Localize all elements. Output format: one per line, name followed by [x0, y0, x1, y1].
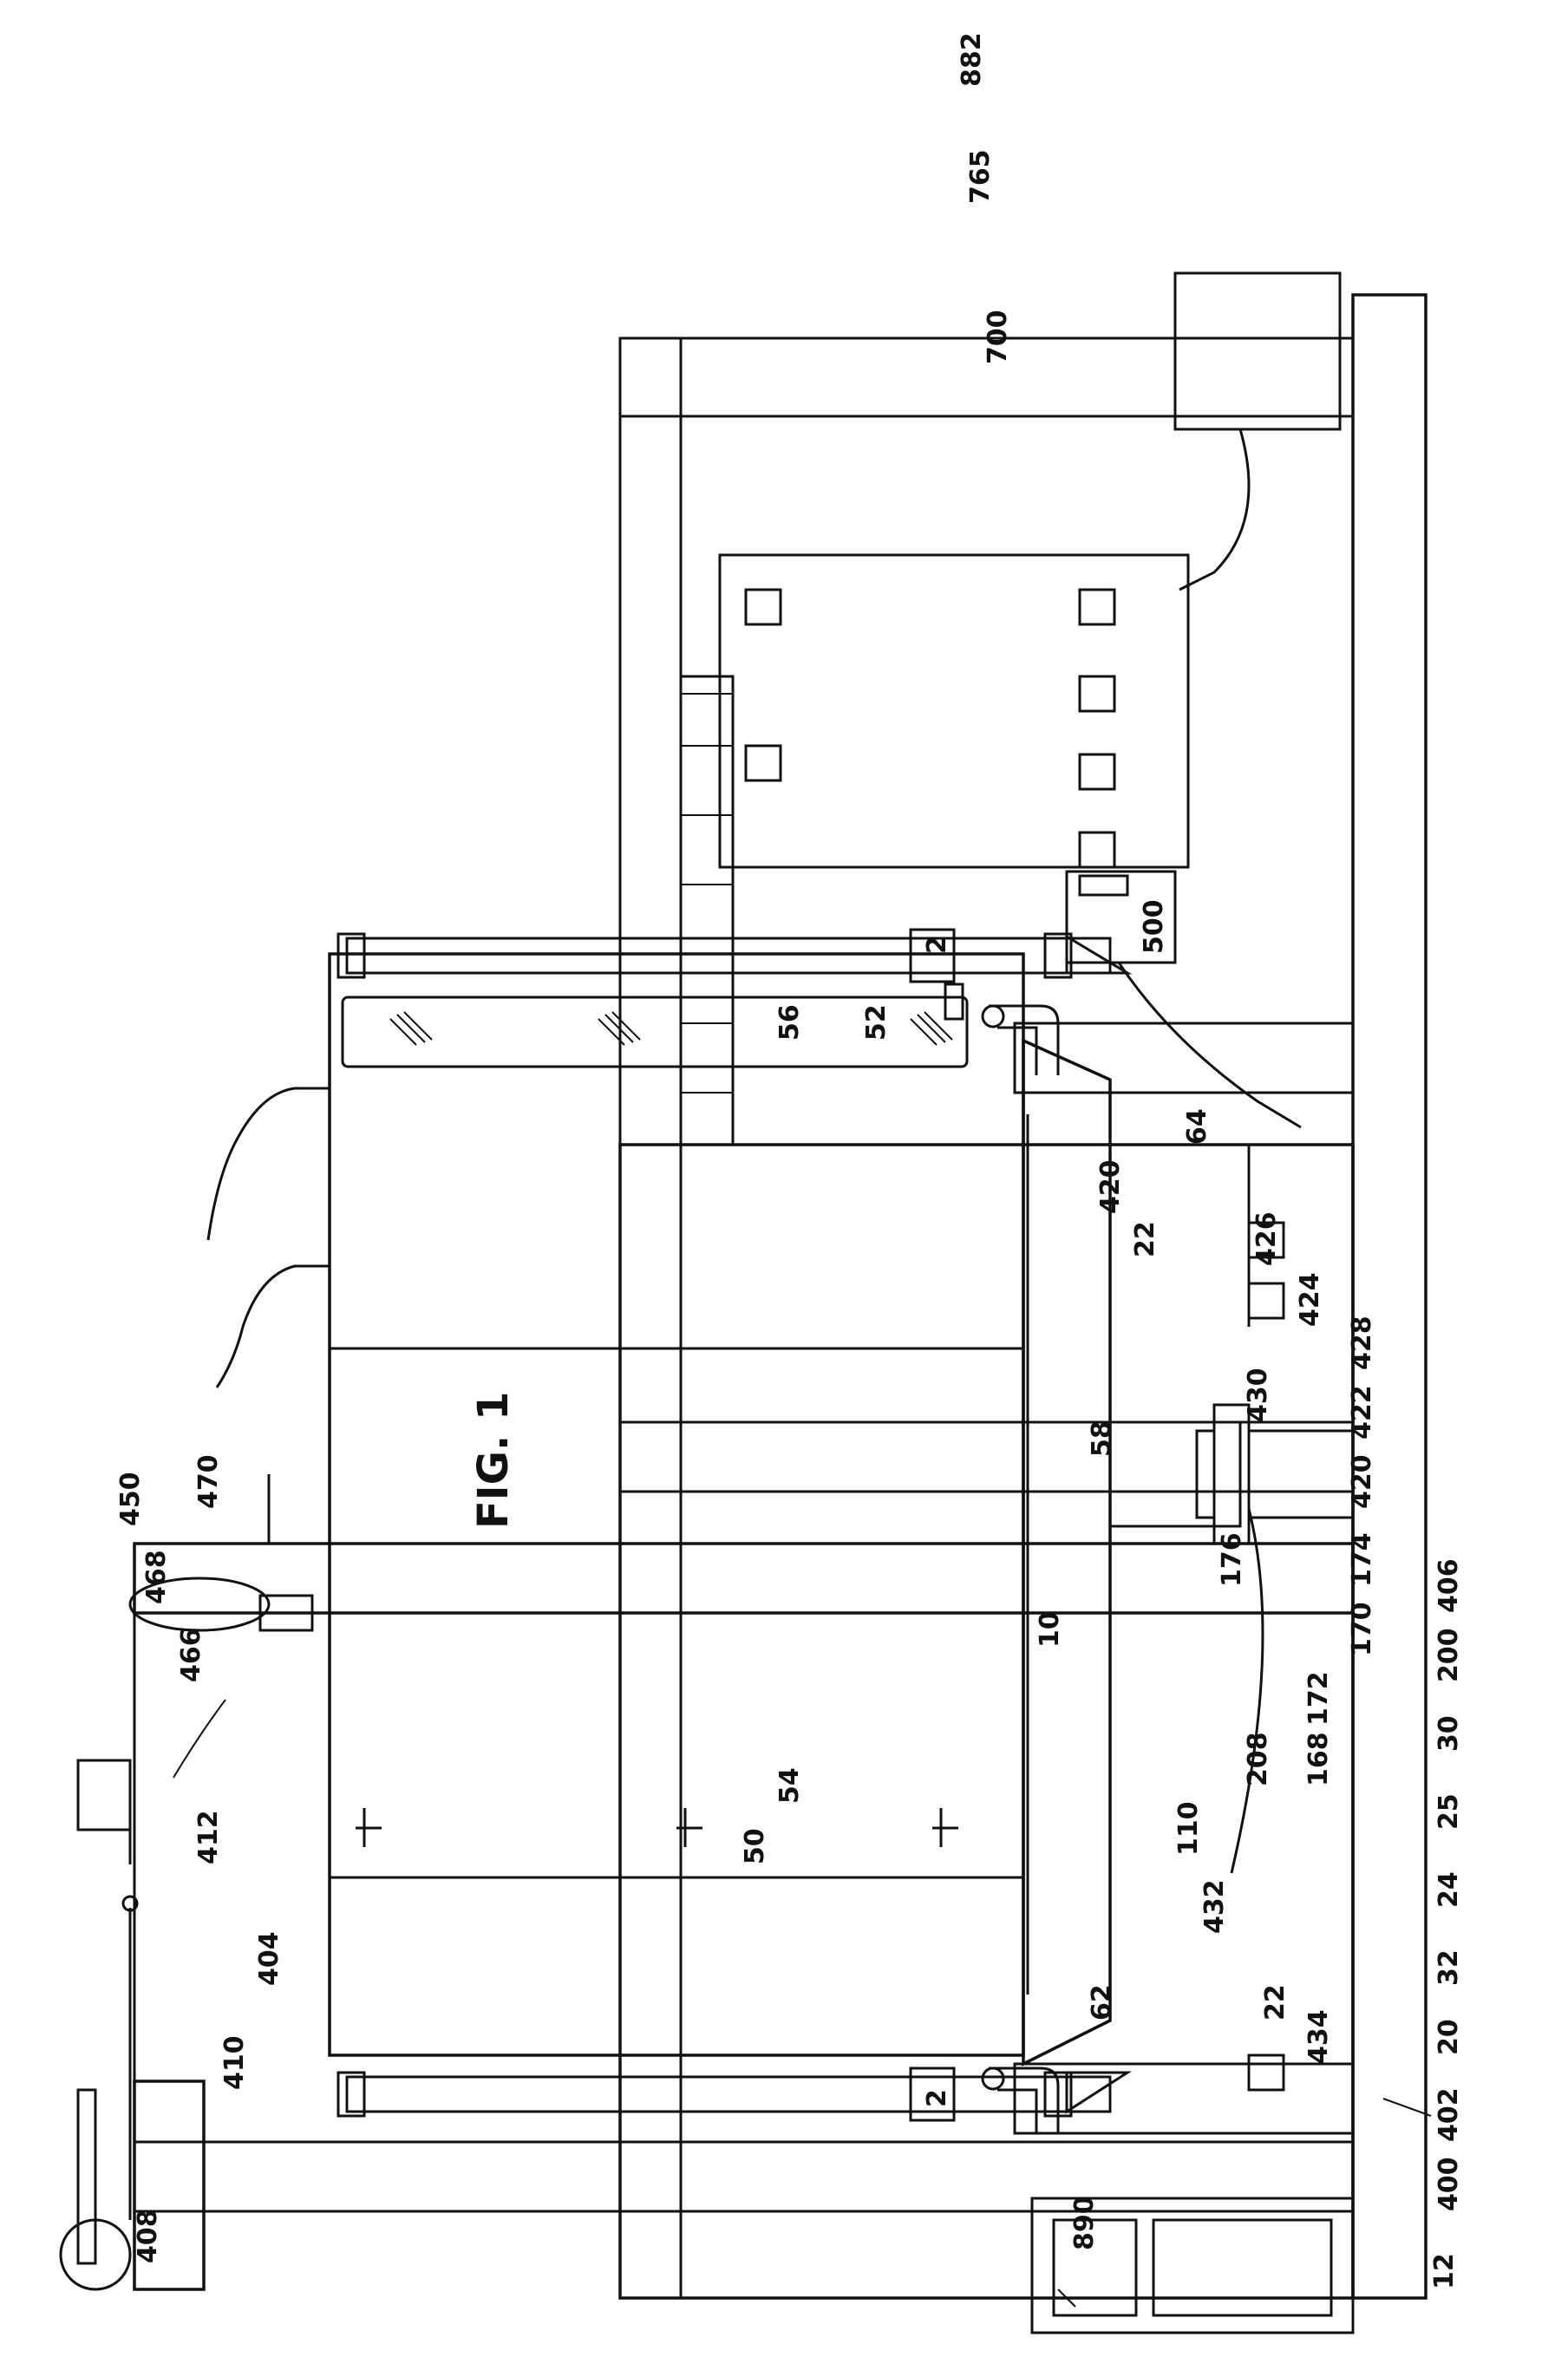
label-64: 64 [1182, 1108, 1212, 1145]
fitting-434 [1249, 2055, 1284, 2090]
threaded-rod-left [338, 2068, 1110, 2120]
label-58: 58 [1087, 1420, 1117, 1457]
label-430: 430 [1243, 1368, 1273, 1422]
label-25: 25 [1434, 1793, 1464, 1830]
label-168: 168 [1303, 1732, 1334, 1786]
label-200: 200 [1434, 1628, 1464, 1682]
label-208: 208 [1243, 1732, 1273, 1786]
label-890: 890 [1069, 2196, 1100, 2250]
rack-slats [681, 676, 733, 1145]
pump-700 [1175, 273, 1340, 429]
label-412: 412 [193, 1810, 224, 1864]
label-468: 468 [141, 1550, 172, 1604]
label-420a: 420 [1095, 1159, 1126, 1214]
label-450: 450 [115, 1472, 146, 1526]
label-500: 500 [1139, 899, 1169, 954]
label-50: 50 [740, 1828, 770, 1864]
label-172: 172 [1303, 1671, 1334, 1726]
label-176: 176 [1217, 1532, 1247, 1587]
label-400: 400 [1434, 2157, 1464, 2211]
label-410: 410 [219, 2035, 250, 2090]
label-32: 32 [1434, 1949, 1464, 1986]
drive-unit [1110, 1405, 1353, 1544]
support-frame [134, 338, 1353, 2298]
section-2-right: 2 [922, 936, 952, 954]
label-424: 424 [1295, 1272, 1325, 1327]
label-426: 426 [1251, 1211, 1282, 1266]
scale-882 [1080, 876, 1127, 895]
label-22a: 22 [1260, 1984, 1290, 2021]
label-882: 882 [957, 32, 987, 87]
label-404: 404 [254, 1931, 284, 1986]
base-plate [1353, 295, 1426, 2298]
label-402: 402 [1434, 2087, 1464, 2142]
manifold-500 [720, 555, 1188, 867]
label-432: 432 [1199, 1879, 1230, 1934]
label-10: 10 [1035, 1611, 1065, 1648]
fitting-426 [1249, 1283, 1284, 1318]
label-470: 470 [193, 1454, 224, 1509]
label-30: 30 [1434, 1715, 1464, 1752]
section-2-left: 2 [922, 2089, 952, 2107]
label-62: 62 [1087, 1984, 1117, 2021]
label-170: 170 [1347, 1602, 1377, 1656]
label-406: 406 [1434, 1558, 1464, 1613]
label-110: 110 [1173, 1801, 1204, 1856]
figure-title: FIG. 1 [469, 1392, 518, 1529]
rotated-labels: FIG. 1 [469, 1392, 518, 1529]
label-54: 54 [774, 1767, 805, 1804]
label-420b: 420 [1347, 1454, 1377, 1509]
label-422: 422 [1347, 1385, 1377, 1440]
label-700: 700 [983, 310, 1013, 364]
label-56: 56 [774, 1004, 805, 1041]
label-408: 408 [133, 2209, 163, 2263]
label-22b: 22 [1130, 1221, 1160, 1257]
threaded-rod-right [338, 930, 1110, 982]
label-20: 20 [1434, 2019, 1464, 2055]
chamber-30 [330, 954, 1023, 2055]
label-466: 466 [176, 1628, 206, 1682]
label-52: 52 [861, 1004, 892, 1041]
label-434: 434 [1303, 2009, 1334, 2064]
label-174: 174 [1347, 1532, 1377, 1587]
label-24: 24 [1434, 1871, 1464, 1908]
label-12: 12 [1429, 2253, 1460, 2289]
label-765: 765 [965, 149, 996, 204]
label-428: 428 [1347, 1316, 1377, 1370]
